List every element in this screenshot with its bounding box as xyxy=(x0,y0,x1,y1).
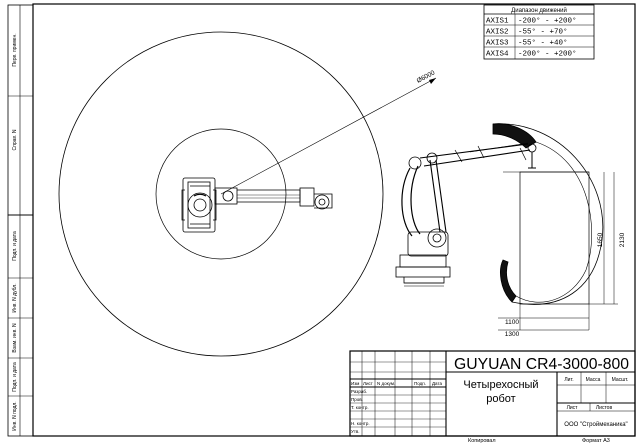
diameter-label: Ø6000 xyxy=(416,69,437,85)
axis2-label: AXIS2 xyxy=(486,29,509,37)
axis4-label: AXIS4 xyxy=(486,51,509,59)
sheet-label: Лист xyxy=(567,405,579,411)
role-approved: Утв. xyxy=(351,429,360,434)
role-developer: Разраб. xyxy=(351,389,367,394)
role-checker: Пров. xyxy=(351,397,363,402)
title-block xyxy=(349,350,636,437)
lit-label: Лит. xyxy=(564,377,573,383)
stamp-first-use: Перв. примен. xyxy=(12,33,18,66)
axis2-range: -55° - +70° xyxy=(518,28,568,37)
axis3-label: AXIS3 xyxy=(486,40,509,48)
envelope-hatch-left xyxy=(500,259,517,303)
mass-label: Масса xyxy=(586,377,601,383)
axis3-range: -55° - +40° xyxy=(518,39,568,48)
motion-table-header: Диапазон движений xyxy=(511,7,567,14)
sheets-label: Листов xyxy=(596,405,613,411)
side-view xyxy=(395,123,618,331)
working-envelope-circle xyxy=(58,31,384,357)
col-header-change: Изм xyxy=(351,381,359,386)
role-norm-control: Н. контр. xyxy=(351,421,370,426)
stamp-repl-inv: Взам. инв. N xyxy=(12,323,18,353)
stamp-inv-orig: Инв. N подл. xyxy=(12,401,18,430)
format-label: Формат А3 xyxy=(582,438,610,444)
axis1-range: -200° - +200° xyxy=(518,17,577,26)
col-header-date: Дата xyxy=(432,381,442,386)
working-area-rect xyxy=(519,171,590,305)
axis1-label: AXIS1 xyxy=(486,18,509,26)
scale-label: Масшт. xyxy=(612,377,629,383)
dim-height-outer: 2130 xyxy=(619,232,626,247)
diameter-dimension-line xyxy=(220,77,437,195)
product-name-line2: робот xyxy=(486,393,515,405)
copied-label: Копировал xyxy=(468,438,496,444)
motion-range-table: Диапазон движений AXIS1 -200° - +200° AX… xyxy=(483,4,595,60)
dim-height-inner: 1650 xyxy=(597,232,604,247)
stamp-sign-date-1: Подп. и дата xyxy=(12,231,18,261)
side-stamp: Перв. примен. Справ. N Подп. и дата Инв.… xyxy=(7,4,34,437)
role-tech-control: Т. контр. xyxy=(351,405,369,410)
col-header-sign: Подп. xyxy=(414,381,426,386)
dim-width-inner: 1100 xyxy=(505,319,519,326)
col-header-sheet: Лист xyxy=(363,381,373,386)
stamp-inv-dup: Инв. N дубл. xyxy=(12,283,18,312)
axis4-range: -200° - +200° xyxy=(518,50,577,59)
robot-plan-icon xyxy=(181,177,333,233)
stamp-sign-date-2: Подп. и дата xyxy=(12,362,18,392)
designation-text: GUYUAN CR4-3000-800 xyxy=(454,356,629,373)
stamp-ref-no: Справ. N xyxy=(12,129,18,150)
envelope-hatch-top xyxy=(492,123,537,149)
dim-width-outer: 1300 xyxy=(505,331,520,338)
col-header-doc-no: N докум. xyxy=(377,381,395,386)
organization-name: ООО "Строймеханика" xyxy=(564,421,627,428)
plan-view: Ø6000 xyxy=(58,31,437,357)
envelope-outline xyxy=(492,123,604,305)
inner-envelope-circle xyxy=(155,128,287,260)
product-name-line1: Четырехосный xyxy=(463,379,538,391)
